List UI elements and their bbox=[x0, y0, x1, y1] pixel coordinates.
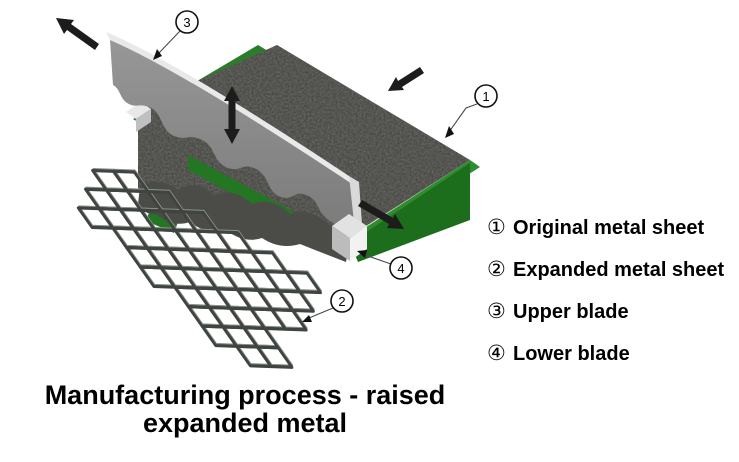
legend-label-4: Lower blade bbox=[513, 343, 630, 365]
upper-blade-edge bbox=[106, 32, 352, 184]
slit-sheet-flaps bbox=[138, 181, 350, 262]
legend-label-1: Original metal sheet bbox=[513, 217, 705, 239]
legend: ① Original metal sheet ② Expanded metal … bbox=[487, 216, 725, 365]
callout-lower-blade: 4 bbox=[357, 250, 413, 280]
lower-blade-shape bbox=[332, 214, 367, 261]
legend-item: ④ Lower blade bbox=[487, 342, 630, 365]
title-line-2: expanded metal bbox=[143, 408, 347, 438]
diagram-title: Manufacturing process - raised expanded … bbox=[45, 380, 446, 438]
callout-circle-1 bbox=[474, 84, 498, 108]
callout-number-2: 2 bbox=[338, 294, 345, 309]
lower-blade-left-end bbox=[126, 102, 151, 132]
callout-expanded-sheet: 2 bbox=[302, 289, 354, 322]
green-bed-right bbox=[346, 160, 480, 262]
advance-direction-arrow bbox=[358, 200, 404, 229]
callout-number-4: 4 bbox=[397, 261, 404, 276]
title-line-1: Manufacturing process - raised bbox=[45, 380, 446, 410]
legend-item: ② Expanded metal sheet bbox=[487, 258, 725, 281]
legend-num-2: ② bbox=[487, 258, 506, 281]
callout-upper-blade: 3 bbox=[153, 10, 199, 60]
legend-item: ③ Upper blade bbox=[487, 300, 629, 323]
legend-num-4: ④ bbox=[487, 342, 506, 365]
callout-number-3: 3 bbox=[183, 15, 190, 30]
callout-circle-3 bbox=[175, 10, 199, 34]
legend-label-3: Upper blade bbox=[513, 301, 629, 323]
legend-label-2: Expanded metal sheet bbox=[513, 259, 725, 281]
legend-item: ① Original metal sheet bbox=[487, 216, 705, 239]
exit-direction-arrow bbox=[56, 18, 99, 50]
legend-num-1: ① bbox=[487, 216, 506, 239]
upper-blade-end-cap bbox=[349, 176, 362, 224]
callout-circle-2 bbox=[330, 289, 354, 313]
callout-circle-4 bbox=[389, 256, 413, 280]
blade-up-down-arrow bbox=[224, 86, 240, 144]
legend-num-3: ③ bbox=[487, 300, 506, 323]
callout-number-1: 1 bbox=[482, 89, 489, 104]
callout-original-sheet: 1 bbox=[445, 84, 498, 138]
feed-direction-arrow bbox=[388, 67, 424, 91]
